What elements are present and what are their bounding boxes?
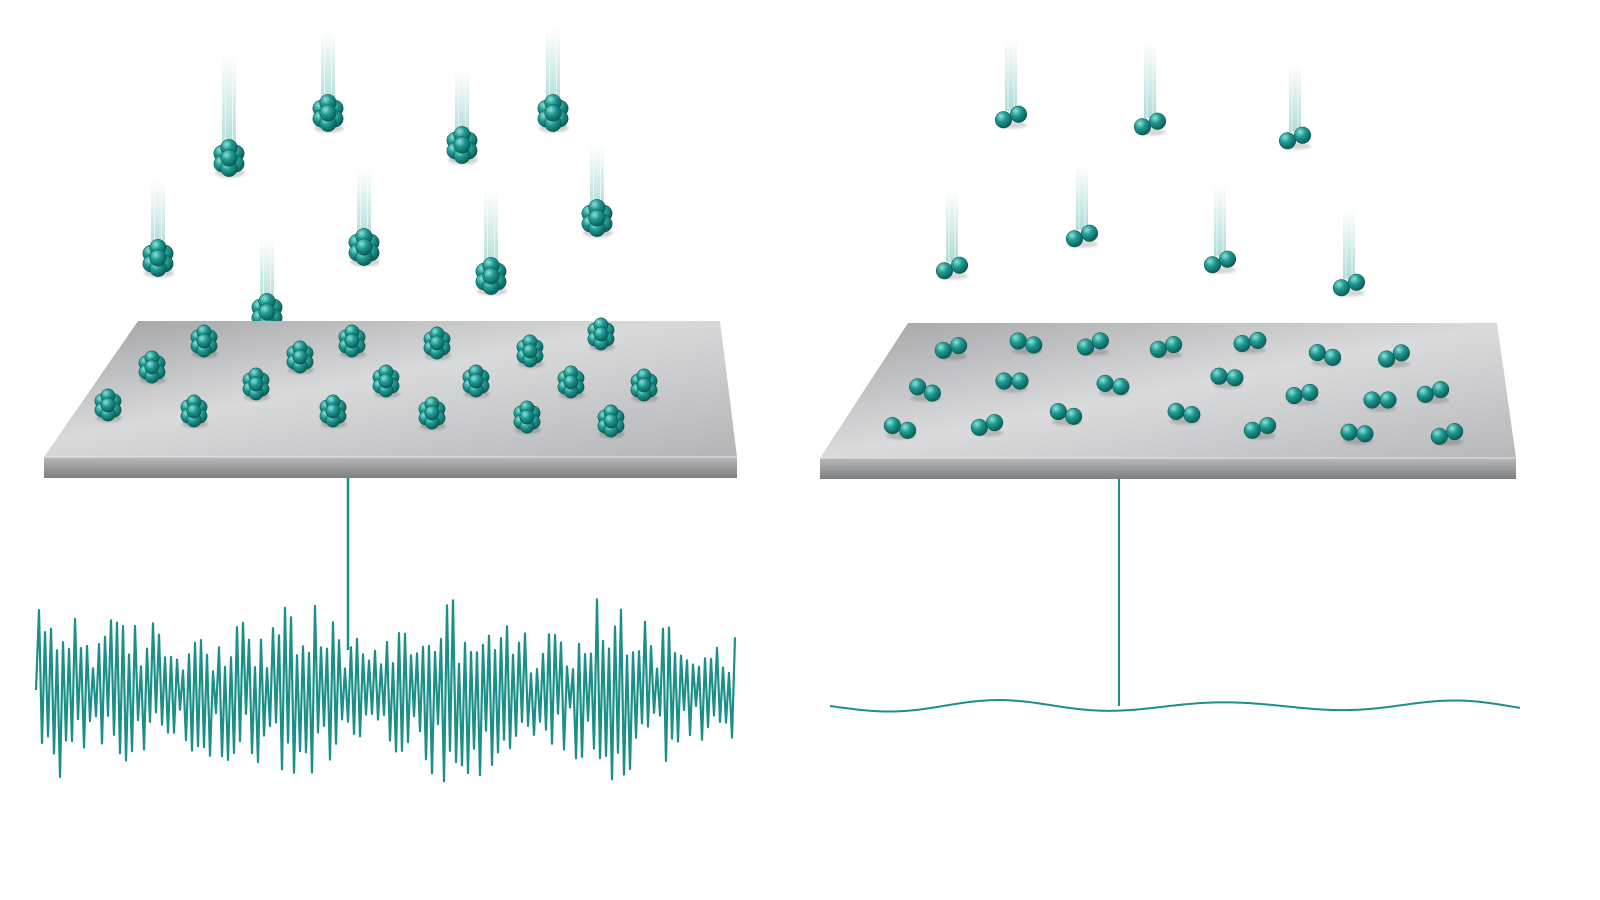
left-deposited-particles (94, 317, 658, 438)
deposited-dimer-6 (1308, 344, 1342, 367)
right-plate-edge (820, 458, 1516, 479)
deposited-cluster-7 (516, 334, 544, 368)
falling-dimer-4 (935, 256, 969, 280)
deposited-cluster-9 (372, 364, 400, 398)
deposited-dimer-20 (1340, 423, 1374, 445)
deposited-cluster-1 (190, 324, 218, 358)
deposited-cluster-17 (513, 400, 541, 434)
deposited-cluster-14 (180, 394, 208, 428)
left-falling-particles (142, 28, 613, 332)
falling-dimer-5 (1065, 224, 1099, 248)
deposited-dimer-9 (995, 372, 1029, 393)
left-panel (34, 28, 737, 783)
deposited-dimer-18 (1167, 402, 1201, 425)
deposited-cluster-16 (418, 396, 446, 430)
falling-cluster-4 (537, 94, 569, 133)
deposited-cluster-11 (557, 365, 585, 399)
deposited-dimer-12 (1285, 383, 1319, 406)
deposited-cluster-6 (286, 340, 314, 374)
deposited-dimer-8 (909, 378, 941, 402)
deposited-cluster-5 (138, 350, 166, 384)
deposited-cluster-8 (242, 367, 270, 401)
right-deposited-particles (883, 331, 1464, 446)
deposited-dimer-11 (1210, 367, 1244, 389)
deposited-cluster-4 (587, 317, 615, 351)
deposited-dimer-13 (1363, 391, 1397, 412)
right-falling-particles (935, 38, 1366, 297)
deposited-dimer-2 (1009, 332, 1043, 355)
deposited-cluster-10 (462, 364, 490, 398)
falling-dimer-7 (1332, 273, 1366, 297)
deposited-cluster-13 (94, 388, 122, 422)
deposited-dimer-21 (1430, 423, 1464, 446)
left-plate-edge (44, 457, 737, 478)
deposited-cluster-12 (630, 368, 658, 402)
falling-cluster-3 (446, 126, 478, 165)
falling-dimer-3 (1278, 126, 1312, 150)
left-noisy-signal (34, 598, 737, 783)
deposited-dimer-3 (1077, 332, 1109, 356)
deposited-dimer-15 (883, 417, 917, 440)
deposited-dimer-1 (934, 337, 968, 360)
falling-cluster-5 (581, 199, 613, 238)
falling-cluster-7 (348, 228, 380, 267)
deposited-dimer-4 (1149, 336, 1183, 359)
deposited-dimer-16 (970, 414, 1004, 437)
falling-dimer-6 (1203, 250, 1237, 274)
falling-cluster-8 (475, 257, 507, 296)
deposited-dimer-5 (1233, 331, 1267, 354)
deposited-cluster-2 (338, 324, 366, 358)
right-smooth-signal (829, 699, 1521, 713)
deposited-cluster-15 (319, 394, 347, 428)
falling-cluster-6 (142, 239, 174, 278)
falling-cluster-2 (312, 94, 344, 133)
deposited-dimer-7 (1378, 344, 1410, 368)
falling-dimer-2 (1133, 112, 1167, 136)
deposited-dimer-10 (1096, 374, 1130, 397)
falling-cluster-1 (213, 139, 245, 178)
deposited-dimer-14 (1416, 381, 1450, 404)
deposited-dimer-19 (1243, 417, 1277, 440)
falling-dimer-1 (994, 105, 1028, 129)
deposited-cluster-3 (423, 326, 451, 360)
right-panel (820, 38, 1521, 713)
deposited-dimer-17 (1049, 403, 1083, 426)
deposited-cluster-18 (597, 404, 625, 438)
